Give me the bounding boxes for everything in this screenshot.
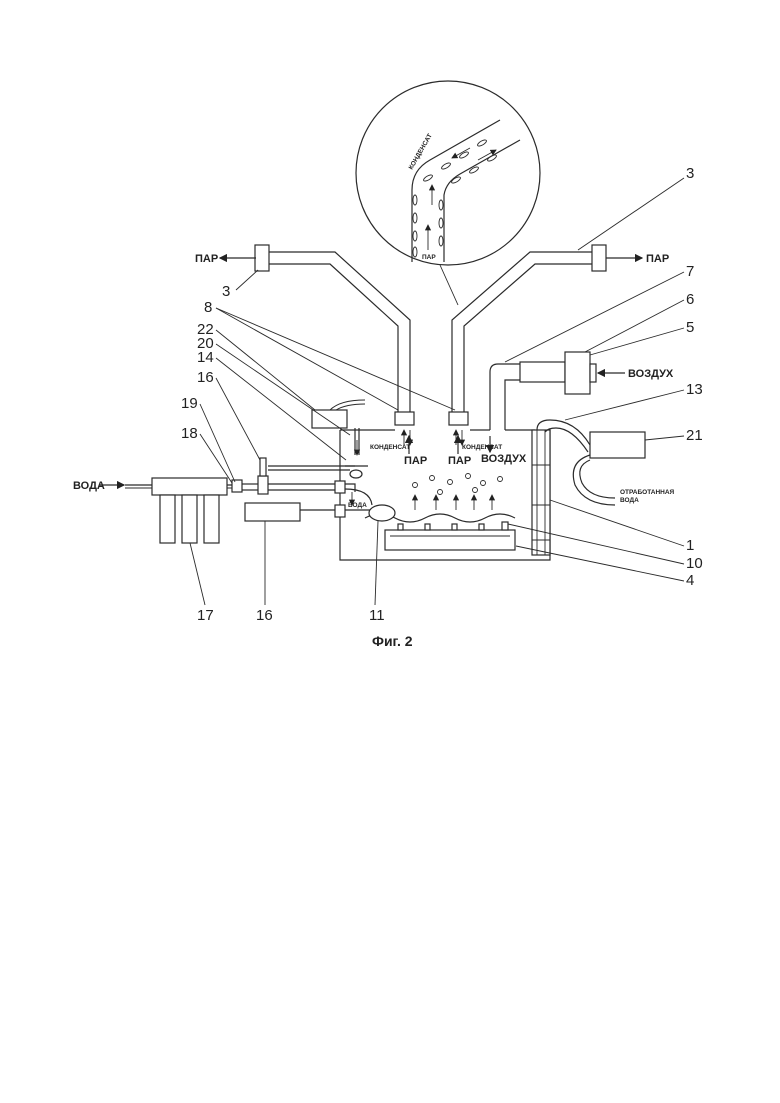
steam-right-label: ПАР bbox=[646, 253, 669, 265]
callout-6: 6 bbox=[686, 291, 694, 308]
callout-3-top: 3 bbox=[686, 165, 694, 182]
water-small-label: ВОДА bbox=[348, 502, 367, 509]
waste-water-label-2: ВОДА bbox=[620, 497, 639, 504]
callout-11: 11 bbox=[369, 607, 385, 624]
callout-4: 4 bbox=[686, 572, 694, 589]
steam-left-label: ПАР bbox=[195, 253, 218, 265]
water-pump-box bbox=[245, 503, 300, 521]
waste-water-label-1: ОТРАБОТАННАЯ bbox=[620, 489, 675, 496]
callout-1: 1 bbox=[686, 537, 694, 554]
callout-16-top: 16 bbox=[197, 369, 214, 386]
callout-18: 18 bbox=[181, 425, 198, 442]
steam-pipe-right bbox=[449, 245, 606, 425]
fan-unit bbox=[565, 352, 596, 394]
callout-8: 8 bbox=[204, 299, 212, 316]
callout-19: 19 bbox=[181, 395, 198, 412]
float-valve bbox=[369, 505, 395, 521]
heater-block bbox=[385, 522, 515, 550]
drain-column bbox=[532, 430, 550, 555]
steam-center-left-label: ПАР bbox=[404, 455, 427, 467]
steam-center-right-label: ПАР bbox=[448, 455, 471, 467]
level-sensor-box bbox=[312, 400, 365, 428]
callout-13: 13 bbox=[686, 381, 703, 398]
condensate-left-label: КОНДЕНСАТ bbox=[370, 444, 410, 451]
figure-caption: Фиг. 2 bbox=[372, 633, 413, 649]
air-in-label: ВОЗДУХ bbox=[628, 368, 674, 380]
callout-21: 21 bbox=[686, 427, 703, 444]
callout-17: 17 bbox=[197, 607, 214, 624]
drain-pump-box bbox=[590, 432, 645, 458]
callout-16-bottom: 16 bbox=[256, 607, 273, 624]
callout-3-left: 3 bbox=[222, 283, 230, 300]
callout-5: 5 bbox=[686, 319, 694, 336]
inset-steam-label: ПАР bbox=[422, 254, 436, 261]
vapor-bubbles bbox=[413, 474, 503, 511]
inset-leader bbox=[440, 265, 458, 305]
air-center-label: ВОЗДУХ bbox=[481, 453, 527, 465]
callout-10: 10 bbox=[686, 555, 703, 572]
condensate-right-label: КОНДЕНСАТ bbox=[462, 444, 502, 451]
filter-unit bbox=[152, 478, 227, 543]
inset-magnifier: КОНДЕНСАТ ПАР bbox=[356, 81, 540, 265]
water-in-label: ВОДА bbox=[73, 480, 105, 492]
callout-7: 7 bbox=[686, 263, 694, 280]
callout-14: 14 bbox=[197, 349, 214, 366]
inset-condensate-label: КОНДЕНСАТ bbox=[408, 133, 434, 171]
